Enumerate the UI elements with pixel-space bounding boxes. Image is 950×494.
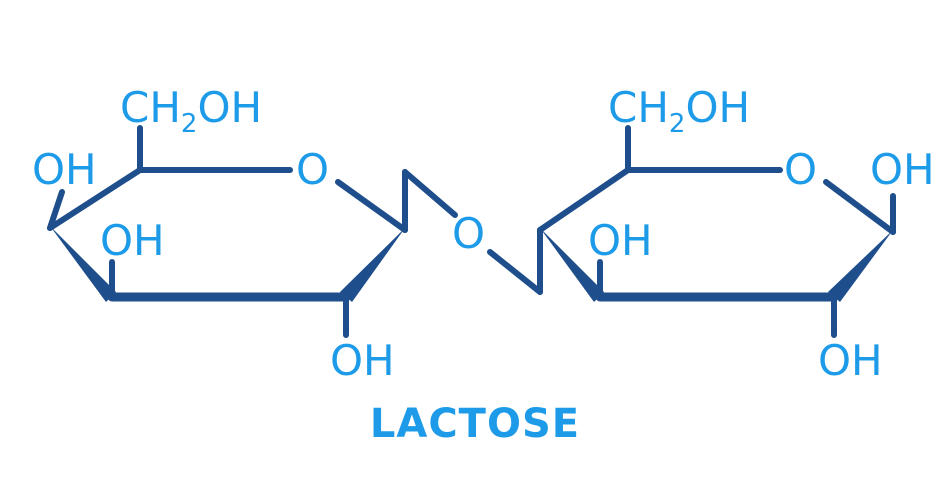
- ring1-wedge-c4-c3: [50, 226, 116, 302]
- bridge-bond-left: [402, 169, 458, 218]
- ring2-bond-c5-c4: [537, 167, 631, 233]
- ring1-bond-oh-left: [47, 189, 65, 231]
- ring2-wedge-c4-c3: [540, 228, 604, 302]
- ring1-ring-oxygen: O: [296, 145, 329, 194]
- ring2-oh-inner: OH: [588, 216, 653, 265]
- bridge-oxygen: O: [452, 209, 485, 258]
- ring2-ch2oh-tail: OH: [685, 83, 750, 132]
- glycosidic-bridge: [402, 169, 543, 295]
- ring1-bond-o-c1: [335, 179, 408, 233]
- ring2-bonds: [537, 125, 896, 338]
- ring1-ch2oh-tail: OH: [197, 83, 262, 132]
- ring2-wedge-c1-c2: [828, 230, 893, 302]
- ring1-ch2oh-main: CH2OH: [120, 83, 262, 139]
- ring2-oh-right: OH: [870, 145, 935, 194]
- bridge-bond-right: [487, 249, 543, 295]
- ring2-ch2oh-main: CH2OH: [608, 83, 750, 139]
- ring1-wedge-c1-c2: [340, 228, 405, 302]
- ring2-ch2oh-label: CH2OH: [608, 83, 750, 139]
- ring1-bonds: [47, 125, 408, 338]
- ring2-bond-o-c1: [823, 179, 896, 235]
- ring1-bond-c5-c4: [47, 167, 143, 231]
- ring1-oh-left: OH: [32, 145, 97, 194]
- ring2-ch2oh-sub: 2: [669, 109, 686, 139]
- diagram-title: LACTOSE: [370, 401, 580, 447]
- ring1-oh-bottom: OH: [330, 336, 395, 385]
- ring1-ch2oh-label: CH2OH: [120, 83, 262, 139]
- ring2-ring-oxygen: O: [784, 145, 817, 194]
- ring2-oh-bottom: OH: [818, 336, 883, 385]
- ring1-ch2oh-sub: 2: [181, 109, 198, 139]
- ring1-oh-inner: OH: [100, 216, 165, 265]
